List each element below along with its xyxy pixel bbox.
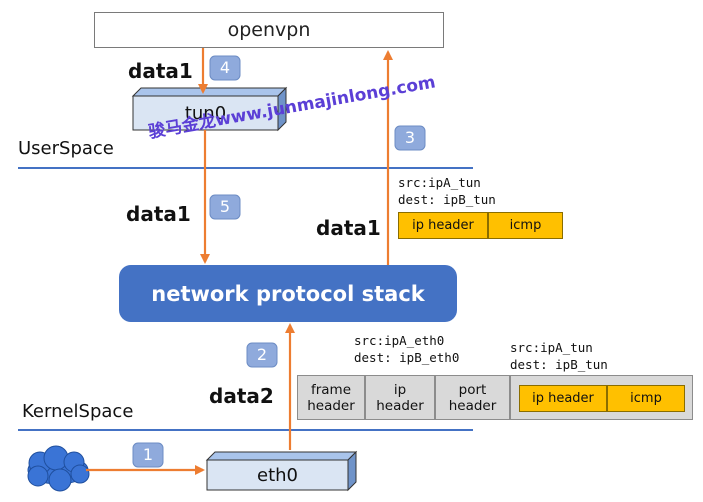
ip-header-line2: header (376, 397, 424, 414)
lower-outer-src: src:ipA_eth0 (354, 333, 445, 348)
step-badge-1 (132, 442, 164, 468)
step-number-3: 3 (404, 128, 416, 147)
eth0-label: eth0 (257, 464, 298, 486)
step-badge-4 (209, 55, 241, 81)
data2-label: data2 (209, 384, 274, 408)
openvpn-box: openvpn (94, 12, 444, 48)
tun0-device (131, 86, 288, 132)
upper-packet-dest: dest: ipB_tun (398, 192, 496, 207)
lower-inner-dest: dest: ipB_tun (510, 357, 608, 372)
eth0-device (205, 450, 358, 492)
ip-header-cell: ip header (365, 375, 435, 420)
tun0-label: tun0 (184, 102, 227, 124)
step-number-5: 5 (219, 197, 231, 216)
port-header-cell: port header (435, 375, 510, 420)
data1-label-top: data1 (128, 59, 193, 83)
upper-ip-header-cell: ip header (398, 212, 488, 239)
internet-cloud (27, 445, 90, 492)
step-badge-2 (246, 342, 278, 368)
lower-ip-header-cell: ip header (519, 385, 607, 412)
port-header-line2: header (448, 397, 497, 414)
step-badge-5 (209, 194, 241, 220)
frame-header-line1: frame (310, 381, 352, 398)
port-header-line1: port (458, 381, 487, 398)
data1-label-left: data1 (126, 202, 191, 226)
step-number-2: 2 (256, 345, 268, 364)
frame-header-line2: header (307, 397, 355, 414)
upper-packet-src: src:ipA_tun (398, 175, 481, 190)
network-protocol-stack-box: network protocol stack (119, 265, 457, 322)
upper-icmp-cell: icmp (488, 212, 563, 239)
frame-header-cell: frame header (297, 375, 365, 420)
data1-label-right: data1 (316, 216, 381, 240)
step-number-4: 4 (219, 58, 231, 77)
kernelspace-label: KernelSpace (22, 401, 134, 422)
lower-icmp-cell: icmp (607, 385, 685, 412)
userspace-label: UserSpace (18, 138, 114, 159)
step-badge-3 (394, 125, 426, 151)
step-number-1: 1 (142, 445, 154, 464)
ip-header-line1: ip (393, 381, 407, 398)
lower-inner-src: src:ipA_tun (510, 340, 593, 355)
lower-outer-dest: dest: ipB_eth0 (354, 350, 460, 365)
